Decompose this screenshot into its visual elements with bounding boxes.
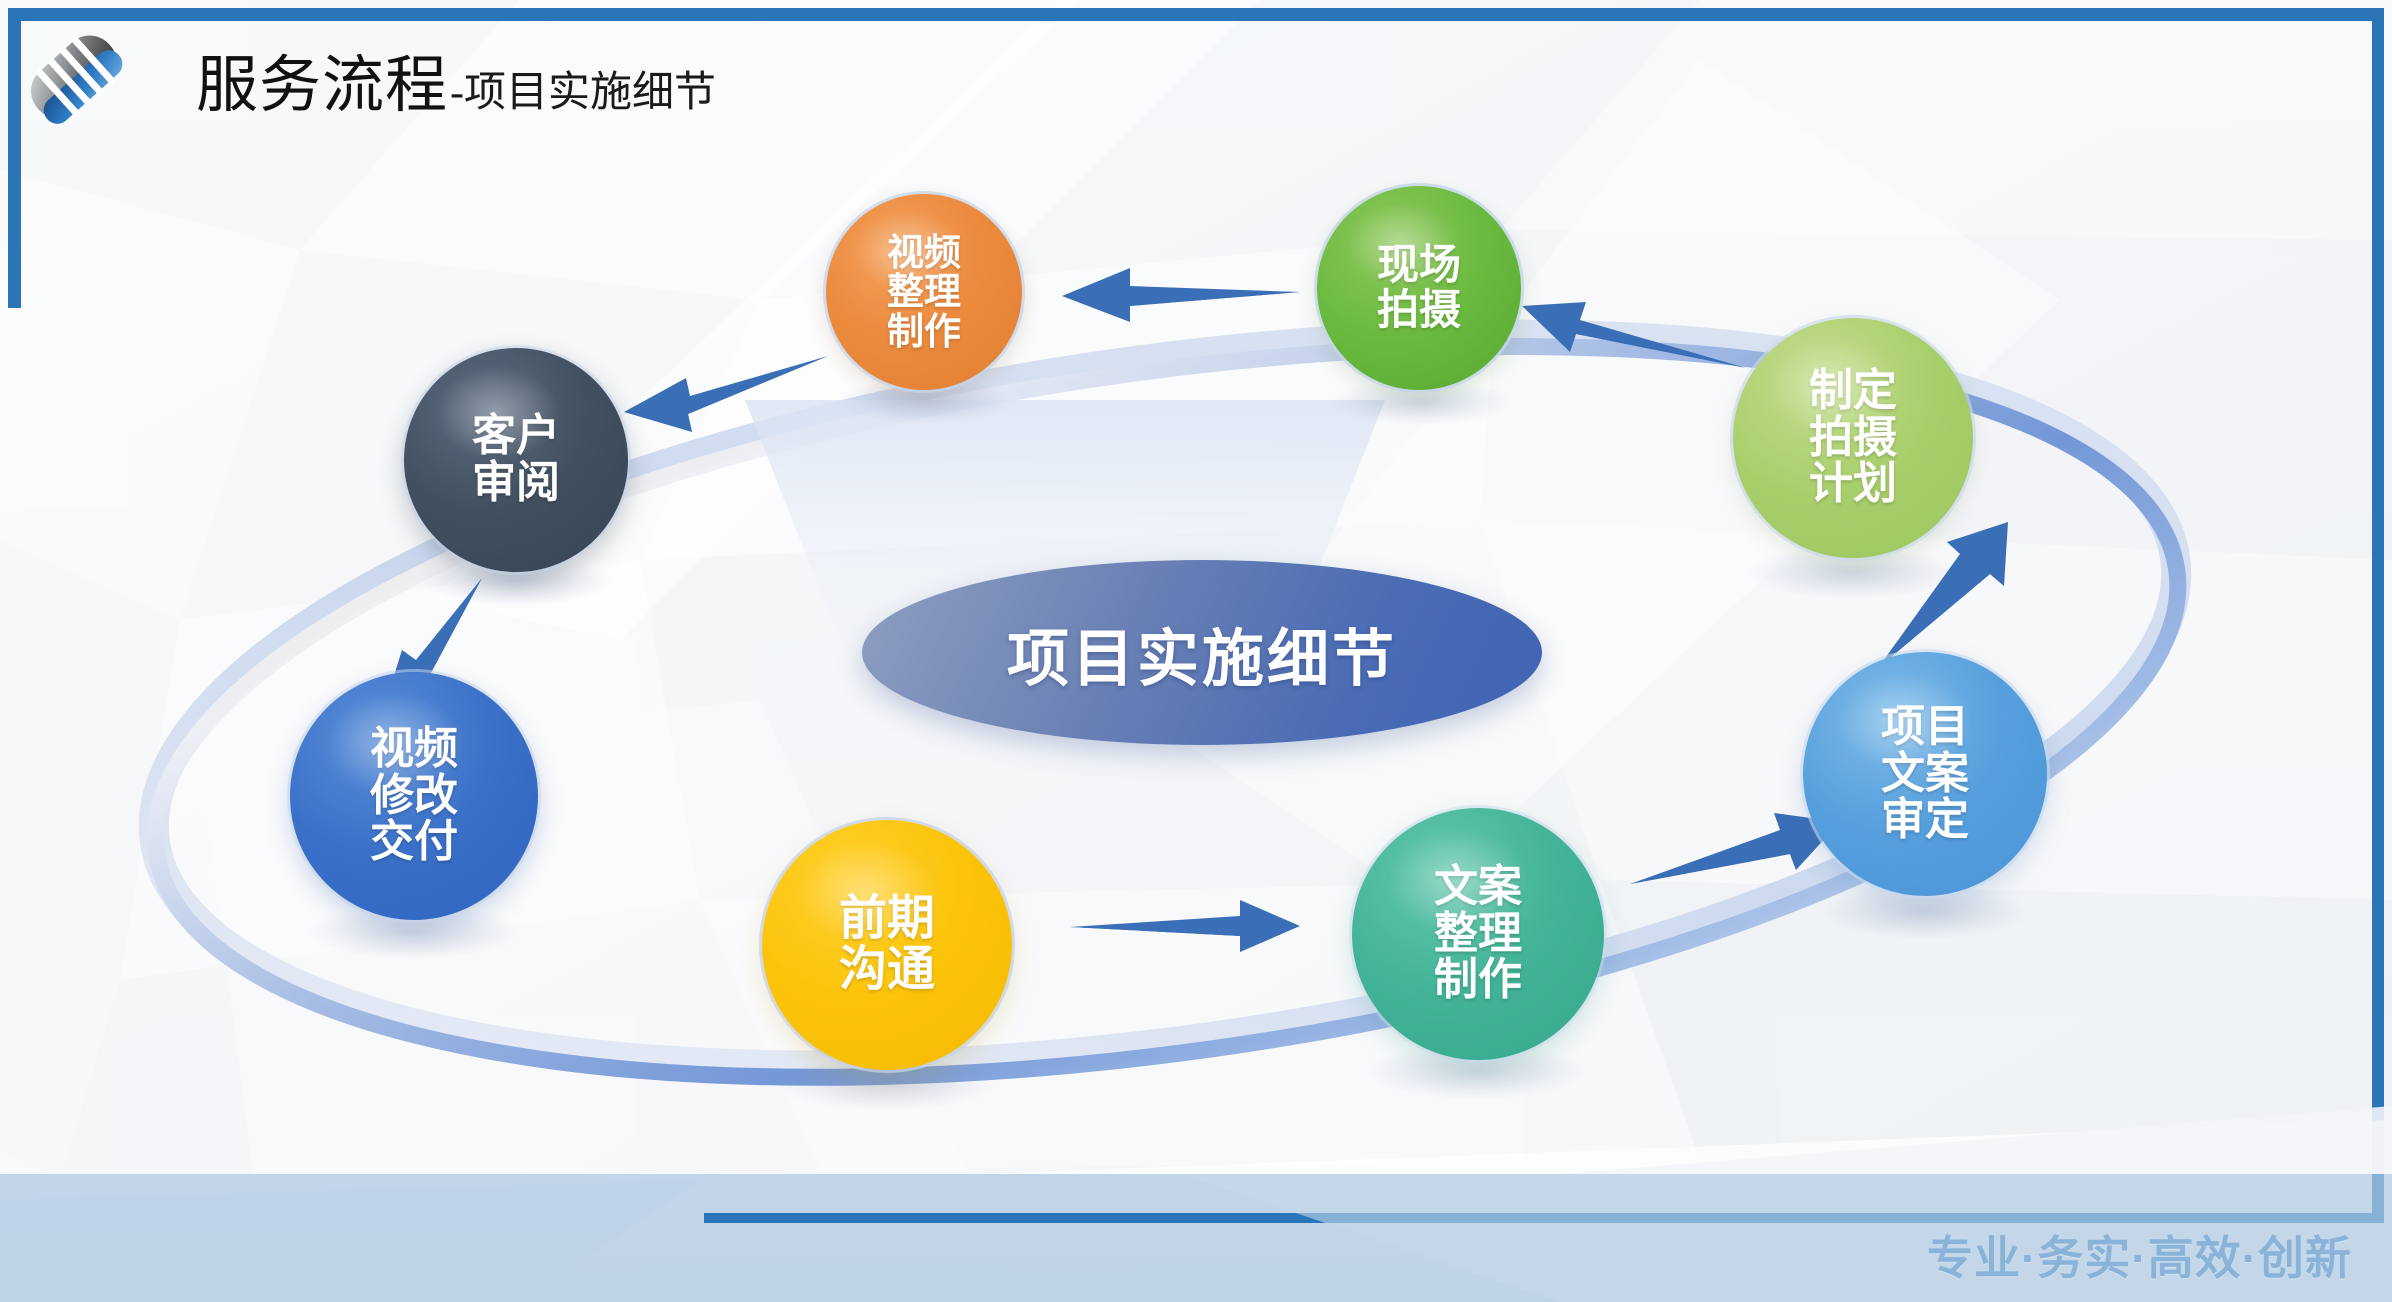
- node-client-review[interactable]: 客户 审阅: [404, 348, 628, 572]
- node-pre-communication[interactable]: 前期 沟通: [762, 820, 1012, 1070]
- node-label: 文案 整理 制作: [1434, 862, 1522, 1005]
- node-copy-production[interactable]: 文案 整理 制作: [1352, 808, 1604, 1060]
- center-ellipse-node: 项目实施细节: [862, 560, 1542, 745]
- node-shoot-plan[interactable]: 制定 拍摄 计划: [1733, 318, 1973, 558]
- page-title-main: 服务流程: [196, 51, 449, 120]
- node-video-delivery[interactable]: 视频 修改 交付: [290, 672, 538, 920]
- node-video-editing[interactable]: 视频 整理 制作: [826, 194, 1022, 390]
- slide-header: 服务流程 -项目实施细节: [0, 0, 1200, 160]
- company-logo-icon: [30, 35, 123, 124]
- center-ellipse-label: 项目实施细节: [1006, 624, 1397, 694]
- node-label: 视频 修改 交付: [370, 724, 458, 867]
- frame-border-left: [8, 8, 21, 308]
- node-label: 制定 拍摄 计划: [1809, 366, 1897, 509]
- page-title-sub: -项目实施细节: [450, 70, 717, 116]
- node-label: 现场 拍摄: [1376, 241, 1461, 333]
- node-label: 视频 整理 制作: [887, 232, 961, 352]
- page-title: 服务流程 -项目实施细节: [196, 34, 716, 124]
- node-label: 客户 审阅: [472, 411, 560, 507]
- node-copy-approval[interactable]: 项目 文案 审定: [1803, 652, 2047, 896]
- frame-border-right: [2372, 8, 2384, 1223]
- node-on-site-shoot[interactable]: 现场 拍摄: [1317, 186, 1521, 390]
- node-label: 项目 文案 审定: [1881, 702, 1969, 845]
- node-label: 前期 沟通: [838, 892, 935, 996]
- frame-border-top: [8, 8, 2384, 21]
